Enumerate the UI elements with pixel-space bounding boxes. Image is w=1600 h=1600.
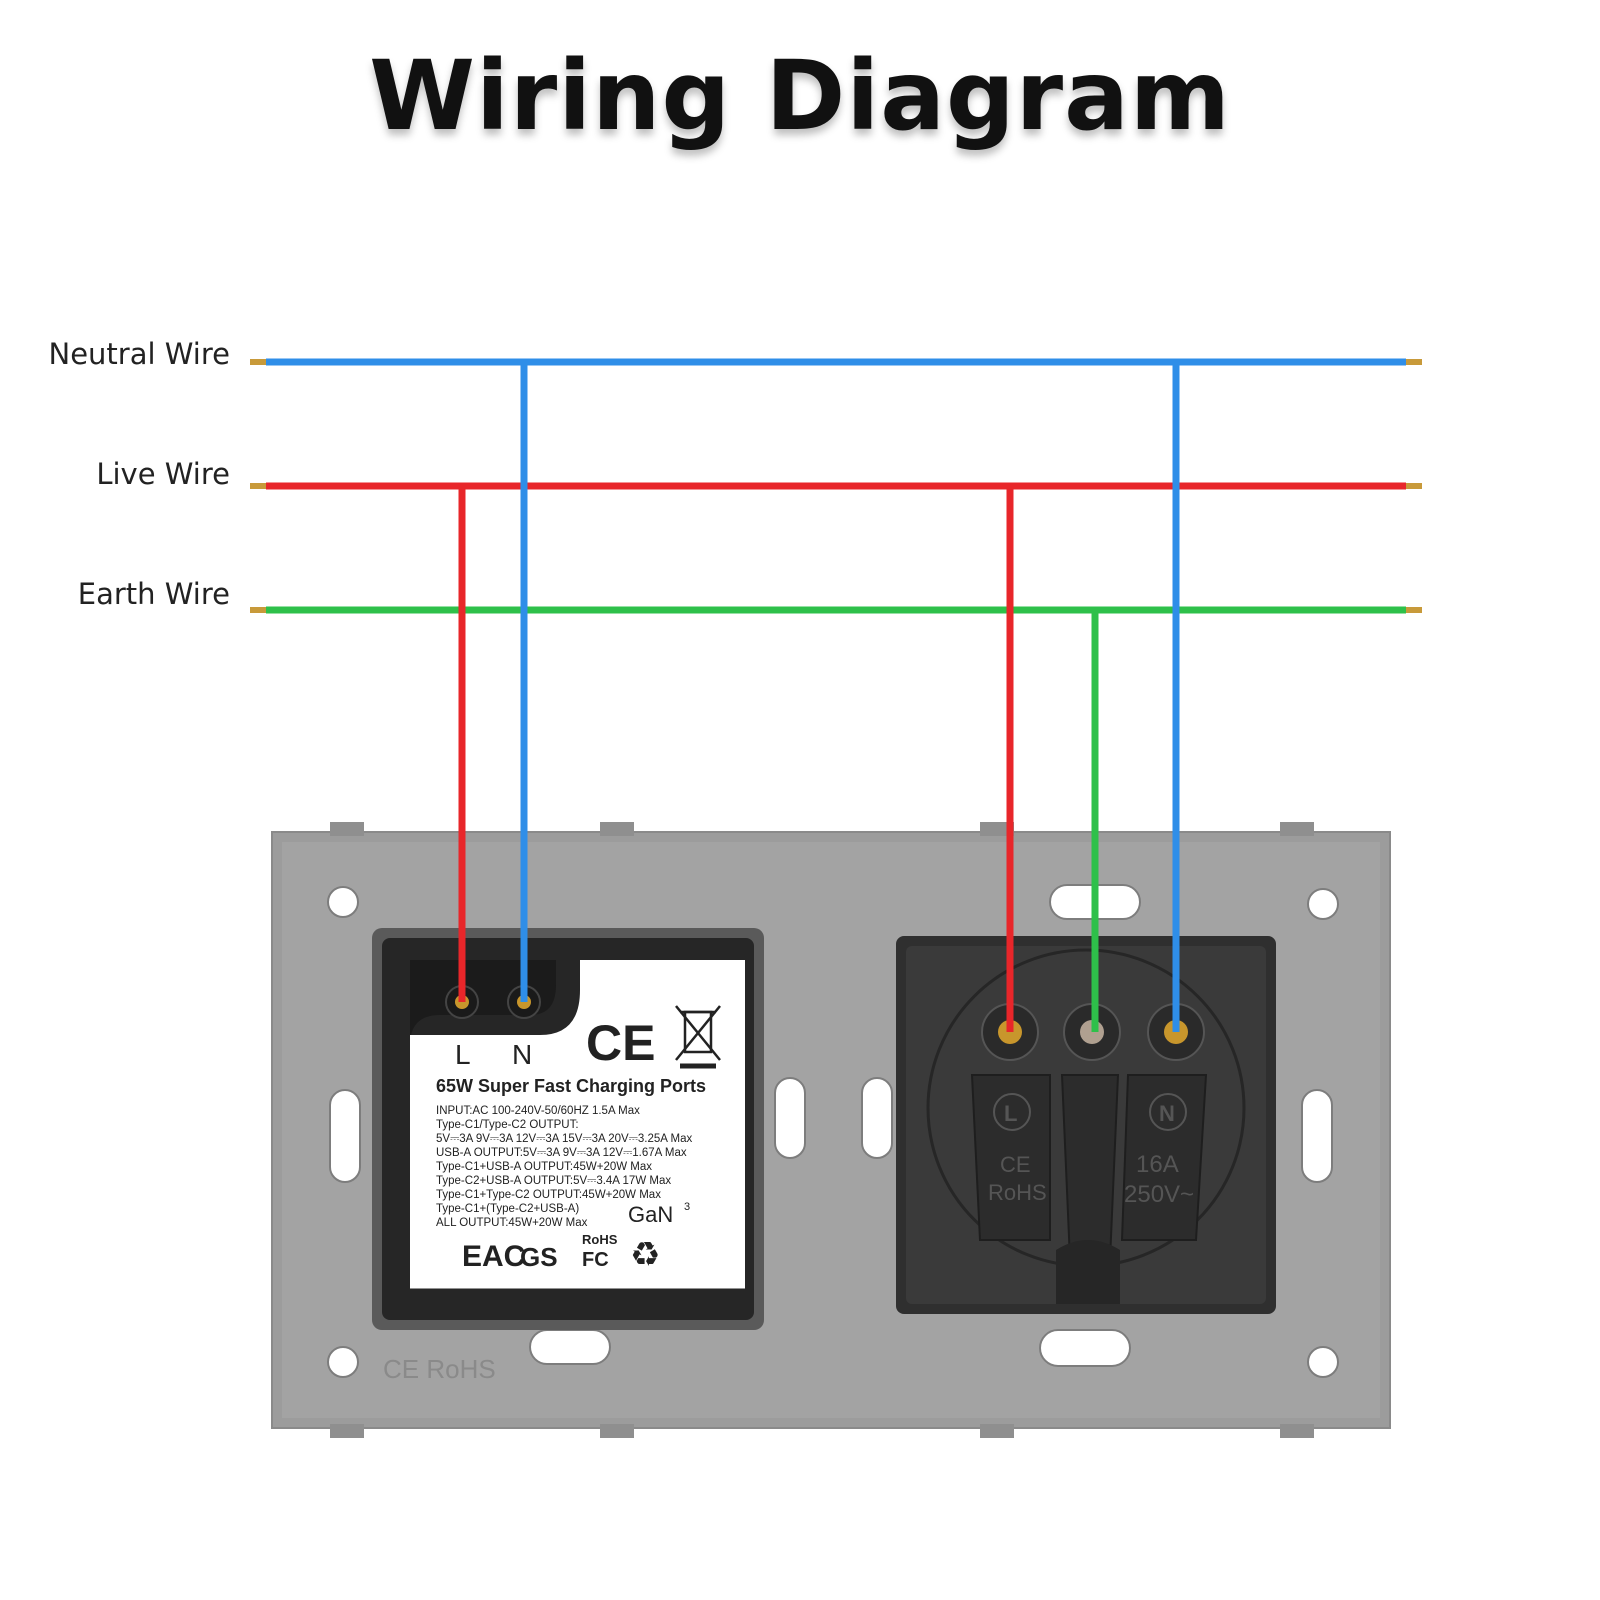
usb-charger-module: L N CE 65W Super Fast Charging Ports INP… [372, 928, 764, 1330]
usb-terminal-n-label: N [512, 1039, 532, 1070]
rohs-mark: RoHS [582, 1232, 618, 1247]
gan-superscript: 3 [684, 1201, 690, 1213]
usb-spec-line: INPUT:AC 100-240V-50/60HZ 1.5A Max [436, 1105, 640, 1117]
usb-spec-line: Type-C1+USB-A OUTPUT:45W+20W Max [436, 1161, 652, 1173]
eac-mark: EAC [462, 1240, 525, 1273]
usb-spec-line: ALL OUTPUT:45W+20W Max [436, 1217, 588, 1229]
neutral-wire-label: Neutral Wire [48, 337, 230, 371]
socket-rating-amp: 16A [1136, 1151, 1179, 1178]
earth-wire-label: Earth Wire [77, 577, 230, 611]
wires [266, 358, 1406, 1032]
usb-spec-list: INPUT:AC 100-240V-50/60HZ 1.5A MaxType-C… [436, 1105, 692, 1229]
plate-marking: CE RoHS [383, 1354, 496, 1384]
usb-spec-line: USB-A OUTPUT:5V⎓3A 9V⎓3A 12V⎓1.67A Max [436, 1147, 687, 1159]
usb-terminal-l-label: L [455, 1039, 471, 1070]
recycle-icon: ♻ [630, 1236, 660, 1274]
usb-spec-line: Type-C1+(Type-C2+USB-A) [436, 1203, 579, 1215]
socket-rohs-mark: RoHS [988, 1180, 1047, 1205]
page-title: Wiring Diagram [369, 40, 1231, 152]
socket-rating-volt: 250V~ [1124, 1181, 1194, 1208]
usb-spec-line: 5V⎓3A 9V⎓3A 12V⎓3A 15V⎓3A 20V⎓3.25A Max [436, 1133, 692, 1145]
gan-label: GaN [628, 1202, 673, 1227]
socket-l-mark: L [1004, 1101, 1017, 1126]
live-wire-label: Live Wire [96, 457, 230, 491]
usb-spec-line: Type-C1/Type-C2 OUTPUT: [436, 1119, 579, 1131]
gs-mark: GS [520, 1242, 558, 1272]
copper-wire-tips [250, 359, 1422, 613]
schuko-socket: L N CE RoHS 16A 250V~ [896, 936, 1276, 1314]
usb-heading: 65W Super Fast Charging Ports [436, 1076, 706, 1096]
socket-n-mark: N [1159, 1101, 1175, 1126]
usb-ce-mark: CE [586, 1015, 655, 1071]
usb-spec-line: Type-C2+USB-A OUTPUT:5V⎓3.4A 17W Max [436, 1175, 671, 1187]
weee-bin-icon [675, 1005, 721, 1069]
socket-ce-mark: CE [1000, 1152, 1031, 1177]
fc-mark: FC [582, 1249, 609, 1271]
usb-spec-line: Type-C1+Type-C2 OUTPUT:45W+20W Max [436, 1189, 661, 1201]
